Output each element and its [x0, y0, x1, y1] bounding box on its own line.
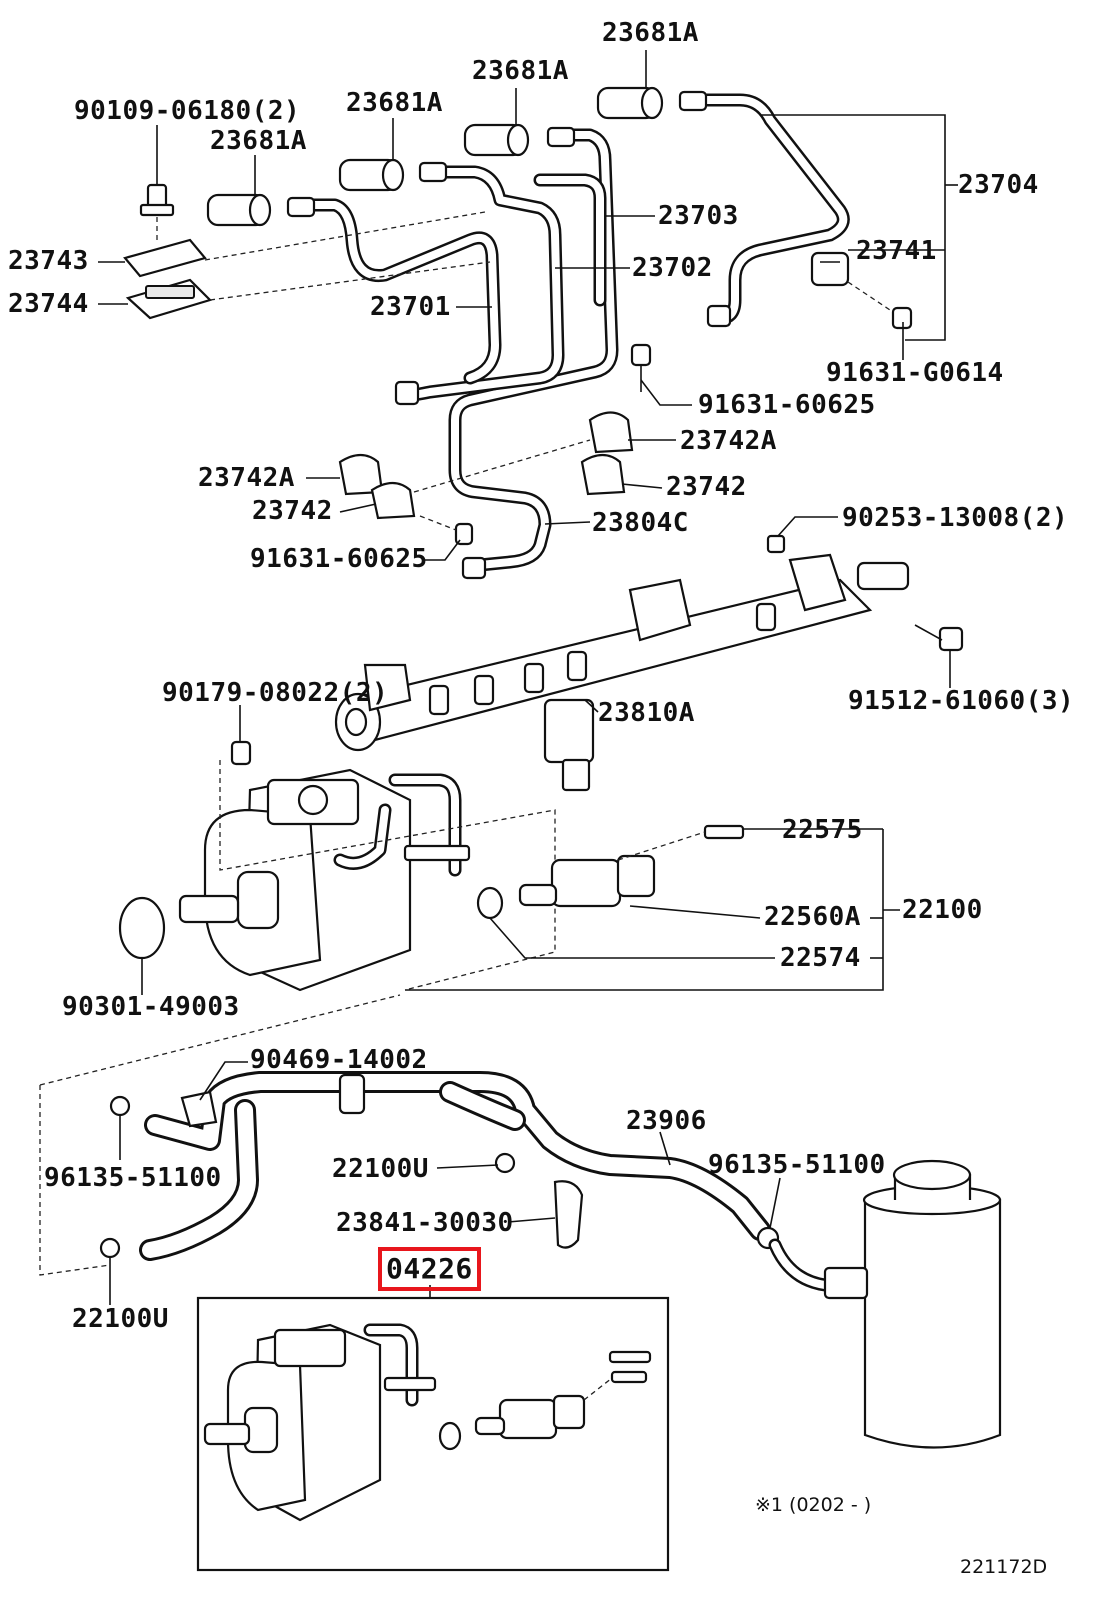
suction-control-valve [476, 824, 745, 920]
label-23704: 23704 [958, 170, 1039, 200]
label-23741: 23741 [856, 236, 937, 266]
leader-lines [98, 50, 958, 1305]
label-22100U-left: 22100U [72, 1304, 169, 1334]
label-91631-60625-b: 91631-60625 [250, 544, 428, 574]
label-23702: 23702 [632, 253, 713, 283]
label-22100: 22100 [902, 895, 983, 925]
label-23810A: 23810A [598, 698, 695, 728]
label-23804C: 23804C [592, 508, 689, 538]
label-23742-right: 23742 [666, 472, 747, 502]
pipe-sleeves [206, 86, 732, 580]
supply-pump [118, 740, 556, 992]
injection-pipes [303, 93, 850, 572]
label-22100U-center: 22100U [332, 1154, 429, 1184]
fuel-hoses [39, 994, 832, 1292]
label-22560A: 22560A [764, 902, 861, 932]
label-23681A-3: 23681A [346, 88, 443, 118]
label-23744: 23744 [8, 289, 89, 319]
label-23681A-2: 23681A [472, 56, 569, 86]
label-90179-08022: 90179-08022(2) [162, 678, 389, 708]
common-rail [334, 534, 964, 792]
assembly-box [196, 1285, 670, 1572]
label-22574: 22574 [780, 943, 861, 973]
label-23701: 23701 [370, 292, 451, 322]
label-23906: 23906 [626, 1106, 707, 1136]
label-23681A-1: 23681A [602, 18, 699, 48]
label-23742-left: 23742 [252, 496, 333, 526]
label-91631-60625-a: 91631-60625 [698, 390, 876, 420]
label-91512-61060: 91512-61060(3) [848, 686, 1075, 716]
label-23703: 23703 [658, 201, 739, 231]
label-23742A-right: 23742A [680, 426, 777, 456]
diagram-id: 221172D [960, 1556, 1048, 1578]
label-04226-highlighted[interactable]: 04226 [378, 1247, 481, 1291]
clamps-left [123, 183, 491, 320]
label-90109-06180: 90109-06180(2) [74, 96, 301, 126]
label-90469-14002: 90469-14002 [250, 1045, 428, 1075]
label-96135-51100-left: 96135-51100 [44, 1163, 222, 1193]
label-96135-51100-right: 96135-51100 [708, 1150, 886, 1180]
clamp-right [810, 251, 913, 330]
clamps-center [338, 343, 652, 546]
label-23742A-left: 23742A [198, 463, 295, 493]
label-23743: 23743 [8, 246, 89, 276]
label-23681A-4: 23681A [210, 126, 307, 156]
label-90301-49003: 90301-49003 [62, 992, 240, 1022]
label-90253-13008: 90253-13008(2) [842, 503, 1069, 533]
label-22575: 22575 [782, 815, 863, 845]
applicability-note: ※1 (0202 - ) [755, 1494, 872, 1516]
fuel-filter [823, 1159, 1002, 1449]
label-91631-G0614: 91631-G0614 [826, 358, 1004, 388]
label-23841-30030: 23841-30030 [336, 1208, 514, 1238]
